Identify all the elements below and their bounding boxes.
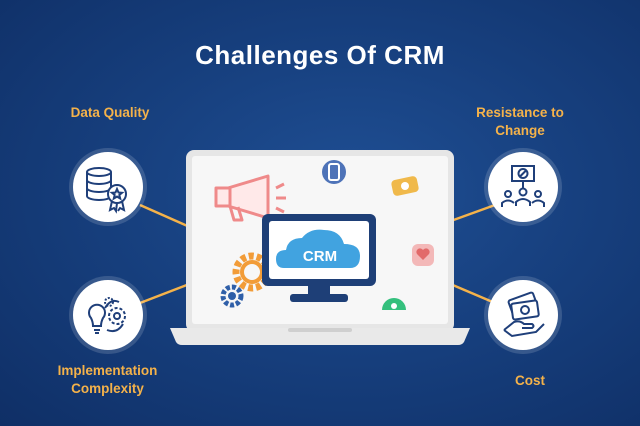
crm-screen-text: CRM — [302, 248, 338, 265]
connector-resistance — [447, 203, 496, 224]
cash-icon — [391, 176, 419, 196]
connector-cost — [447, 281, 496, 305]
connector-data-quality — [139, 203, 193, 230]
connector-implementation — [139, 281, 193, 305]
money-hand-icon — [503, 291, 545, 338]
database-award-icon — [86, 167, 127, 214]
label-data-quality: Data Quality — [70, 105, 150, 120]
phone-icon — [322, 160, 346, 184]
heart-card-icon — [412, 244, 434, 266]
circle-cost — [488, 280, 558, 350]
gear-blue-icon — [220, 284, 244, 308]
laptop-illustration — [170, 150, 470, 345]
gears-lightbulb-icon — [88, 297, 126, 334]
crm-monitor-icon — [262, 214, 376, 302]
label-implementation-complexity: Implementation Complexity — [57, 363, 158, 396]
user-badge-icon — [382, 298, 406, 310]
circle-resistance-to-change — [488, 152, 558, 222]
circle-data-quality — [73, 152, 143, 222]
label-resistance-to-change: Resistance to Change — [476, 105, 564, 138]
page-title: Challenges Of CRM — [195, 40, 445, 70]
protest-icon — [501, 165, 545, 207]
label-cost: Cost — [515, 373, 545, 388]
circle-implementation-complexity — [73, 280, 143, 350]
